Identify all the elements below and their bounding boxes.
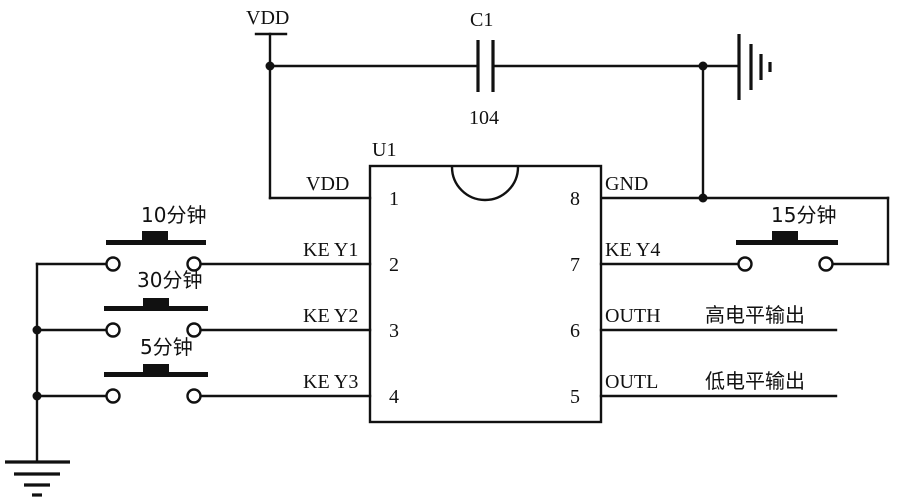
- pushbutton-5min: 5分钟: [104, 335, 208, 404]
- pin-num-4: 4: [389, 386, 399, 408]
- switch-contact: [105, 256, 121, 272]
- capacitor-c1: C1 104: [469, 9, 499, 129]
- pin-num-7: 7: [570, 254, 580, 276]
- pin-name-8: GND: [605, 173, 648, 195]
- pin-num-3: 3: [389, 320, 399, 342]
- junction-dot: [32, 325, 42, 335]
- switch-contact: [186, 256, 202, 272]
- pushbutton-30min: 30分钟: [104, 268, 208, 338]
- pin-name-6: OUTH: [605, 305, 661, 327]
- capacitor-ref: C1: [470, 9, 493, 31]
- junction-dot: [32, 391, 42, 401]
- pin-name-1: VDD: [306, 173, 349, 195]
- switch-label-30min: 30分钟: [137, 268, 202, 292]
- junction-dot: [265, 61, 275, 71]
- ground-icon-bottom: [5, 460, 70, 497]
- left-common-bus: [32, 262, 109, 464]
- top-rail-wire: [265, 61, 740, 71]
- switch-label-15min: 15分钟: [771, 203, 836, 227]
- switch-contact: [186, 388, 202, 404]
- pin-num-6: 6: [570, 320, 580, 342]
- junction-dot: [698, 193, 708, 203]
- capacitor-value: 104: [469, 107, 499, 129]
- switch-contact: [818, 256, 834, 272]
- vdd-supply-label: VDD: [246, 7, 289, 29]
- pin-num-2: 2: [389, 254, 399, 276]
- pushbutton-15min: 15分钟: [736, 203, 838, 272]
- pin-name-7: KE Y4: [605, 239, 660, 261]
- gnd-wire: [601, 64, 890, 266]
- vdd-supply-symbol: VDD: [246, 7, 289, 200]
- pin-name-5: OUTL: [605, 371, 658, 393]
- switch-contact: [186, 322, 202, 338]
- pin-name-4: KE Y3: [303, 371, 358, 393]
- pushbutton-10min: 10分钟: [105, 203, 206, 272]
- ground-icon-top: [737, 34, 772, 100]
- switch-contact: [105, 388, 121, 404]
- outl-description: 低电平输出: [705, 369, 805, 393]
- switch-label-5min: 5分钟: [140, 335, 193, 359]
- switch-contact: [105, 322, 121, 338]
- pin-name-3: KE Y2: [303, 305, 358, 327]
- pin-name-2: KE Y1: [303, 239, 358, 261]
- outh-description: 高电平输出: [705, 303, 805, 327]
- switch-label-10min: 10分钟: [141, 203, 206, 227]
- pin-num-8: 8: [570, 188, 580, 210]
- ic-notch: [450, 166, 520, 202]
- chip-ref: U1: [372, 139, 396, 161]
- pin-num-1: 1: [389, 188, 399, 210]
- switch-contact: [737, 256, 753, 272]
- ic-u1: U1 VDD KE Y1 KE Y2 KE Y3 1 2 3 4 8 7 6 5…: [198, 139, 838, 424]
- pin-num-5: 5: [570, 386, 580, 408]
